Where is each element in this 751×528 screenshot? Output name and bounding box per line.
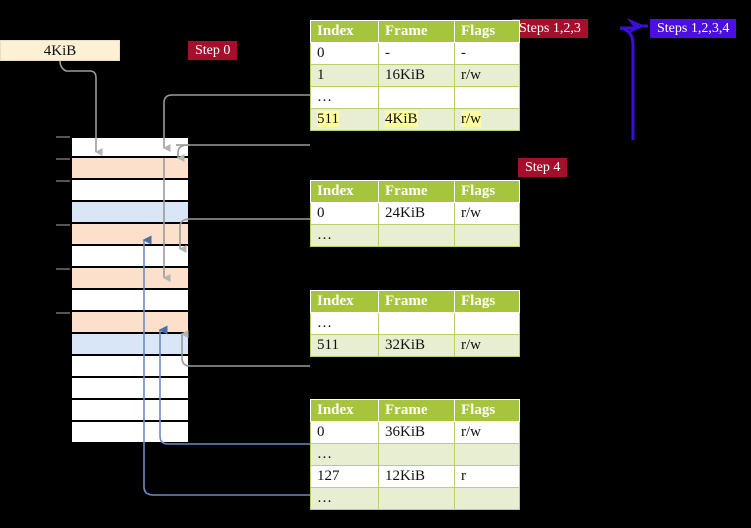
table-row: … — [310, 224, 520, 247]
physical-memory-column — [70, 136, 190, 444]
table-cell: … — [310, 86, 379, 109]
table-cell: 0 — [310, 202, 379, 225]
table-cell: r/w — [454, 108, 520, 131]
table-cell: … — [310, 487, 379, 510]
badge-steps-1-2-3: Steps 1,2,3 — [512, 19, 588, 38]
table-cell: - — [454, 42, 520, 65]
memory-tick — [56, 312, 70, 314]
badge-step-0: Step 0 — [188, 41, 238, 60]
table-row: 0-- — [310, 42, 520, 65]
table-cell: 24KiB — [378, 202, 455, 225]
memory-frame-row — [70, 312, 190, 334]
table-cell: 511 — [310, 108, 379, 131]
column-header: Index — [310, 290, 379, 313]
highlighted-value: 4KiB — [385, 111, 418, 127]
memory-frame-row — [70, 224, 190, 246]
table-cell: 32KiB — [378, 334, 455, 357]
column-header: Flags — [454, 20, 520, 43]
memory-frame-row — [70, 246, 190, 268]
table-cell: r/w — [454, 64, 520, 87]
table-cell: … — [310, 224, 379, 247]
table-cell — [454, 86, 520, 109]
memory-tick — [56, 268, 70, 270]
column-header: Flags — [454, 399, 520, 422]
memory-tick — [56, 158, 70, 160]
column-header: Frame — [378, 180, 455, 203]
column-header: Index — [310, 180, 379, 203]
memory-frame-row — [70, 202, 190, 224]
table-row: 511 4KiB r/w — [310, 108, 520, 131]
table-cell — [454, 312, 520, 335]
table-cell: - — [378, 42, 455, 65]
table-cell: 0 — [310, 421, 379, 444]
table-row: … — [310, 487, 520, 510]
table-cell — [454, 487, 520, 510]
memory-tick — [56, 224, 70, 226]
table-cell: r — [454, 465, 520, 488]
table-cell: 36KiB — [378, 421, 455, 444]
memory-frame-row — [70, 290, 190, 312]
table-cell: 127 — [310, 465, 379, 488]
table-cell: … — [310, 443, 379, 466]
table-cell: 4KiB — [378, 108, 455, 131]
memory-frame-row — [70, 158, 190, 180]
memory-frame-row — [70, 180, 190, 202]
column-header: Frame — [378, 20, 455, 43]
column-header: Frame — [378, 399, 455, 422]
table-cell: r/w — [454, 421, 520, 444]
memory-frame-row — [70, 356, 190, 378]
badge-step-4: Step 4 — [518, 158, 568, 177]
table-cell — [378, 487, 455, 510]
memory-tick — [56, 180, 70, 182]
table-cell: r/w — [454, 334, 520, 357]
memory-frame-row — [70, 334, 190, 356]
memory-frame-row — [70, 378, 190, 400]
table-cell: 0 — [310, 42, 379, 65]
table-cell: r/w — [454, 202, 520, 225]
badge-steps-1-2-3-4: Steps 1,2,3,4 — [650, 19, 737, 38]
table-cell: … — [310, 312, 379, 335]
table-cell: 12KiB — [378, 465, 455, 488]
highlighted-value: r/w — [461, 111, 481, 127]
table-cell — [454, 443, 520, 466]
frame-size-label: 4KiB — [0, 40, 120, 61]
column-header: Index — [310, 20, 379, 43]
memory-frame-row — [70, 422, 190, 444]
table-cell: 511 — [310, 334, 379, 357]
table-cell — [378, 224, 455, 247]
table-cell — [378, 312, 455, 335]
column-header: Index — [310, 399, 379, 422]
memory-frame-row — [70, 268, 190, 290]
memory-frame-row — [70, 400, 190, 422]
table-row: … — [310, 312, 520, 335]
table-cell — [378, 443, 455, 466]
highlighted-value: 511 — [317, 111, 339, 127]
column-header: Flags — [454, 180, 520, 203]
column-header: Frame — [378, 290, 455, 313]
table-row: … — [310, 86, 520, 109]
memory-tick — [56, 136, 70, 138]
table-cell: 16KiB — [378, 64, 455, 87]
column-header: Flags — [454, 290, 520, 313]
table-cell: 1 — [310, 64, 379, 87]
table-cell — [378, 86, 455, 109]
memory-frame-row — [70, 136, 190, 158]
table-cell — [454, 224, 520, 247]
table-row: … — [310, 443, 520, 466]
